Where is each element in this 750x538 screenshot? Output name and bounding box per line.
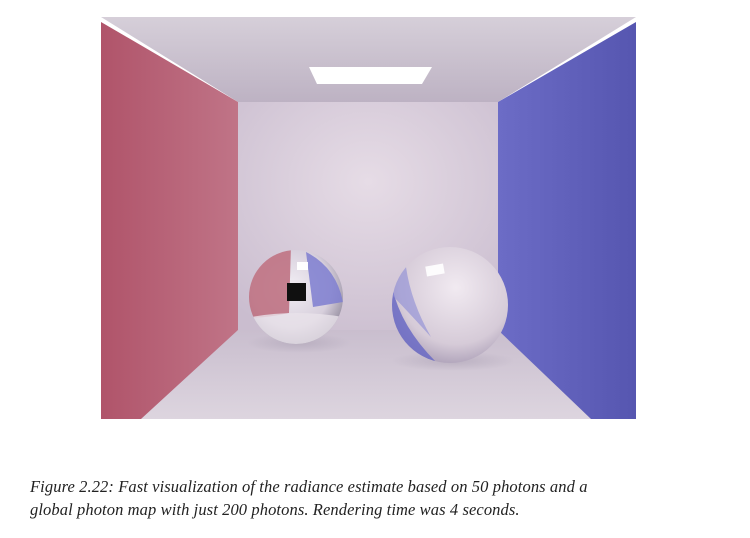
left-wall — [101, 22, 238, 419]
caption-line-2: global photon map with just 200 photons.… — [30, 500, 520, 519]
glass-sphere — [392, 247, 508, 363]
cornell-box-render — [101, 17, 636, 419]
floor — [101, 330, 636, 419]
ceiling — [101, 17, 636, 102]
figure-image — [101, 17, 636, 419]
ceiling-light — [309, 67, 432, 84]
right-wall — [498, 22, 636, 419]
figure-caption: Figure 2.22: Fast visualization of the r… — [30, 475, 730, 521]
mirror-sphere — [249, 250, 343, 344]
caption-line-1: Figure 2.22: Fast visualization of the r… — [30, 477, 588, 496]
